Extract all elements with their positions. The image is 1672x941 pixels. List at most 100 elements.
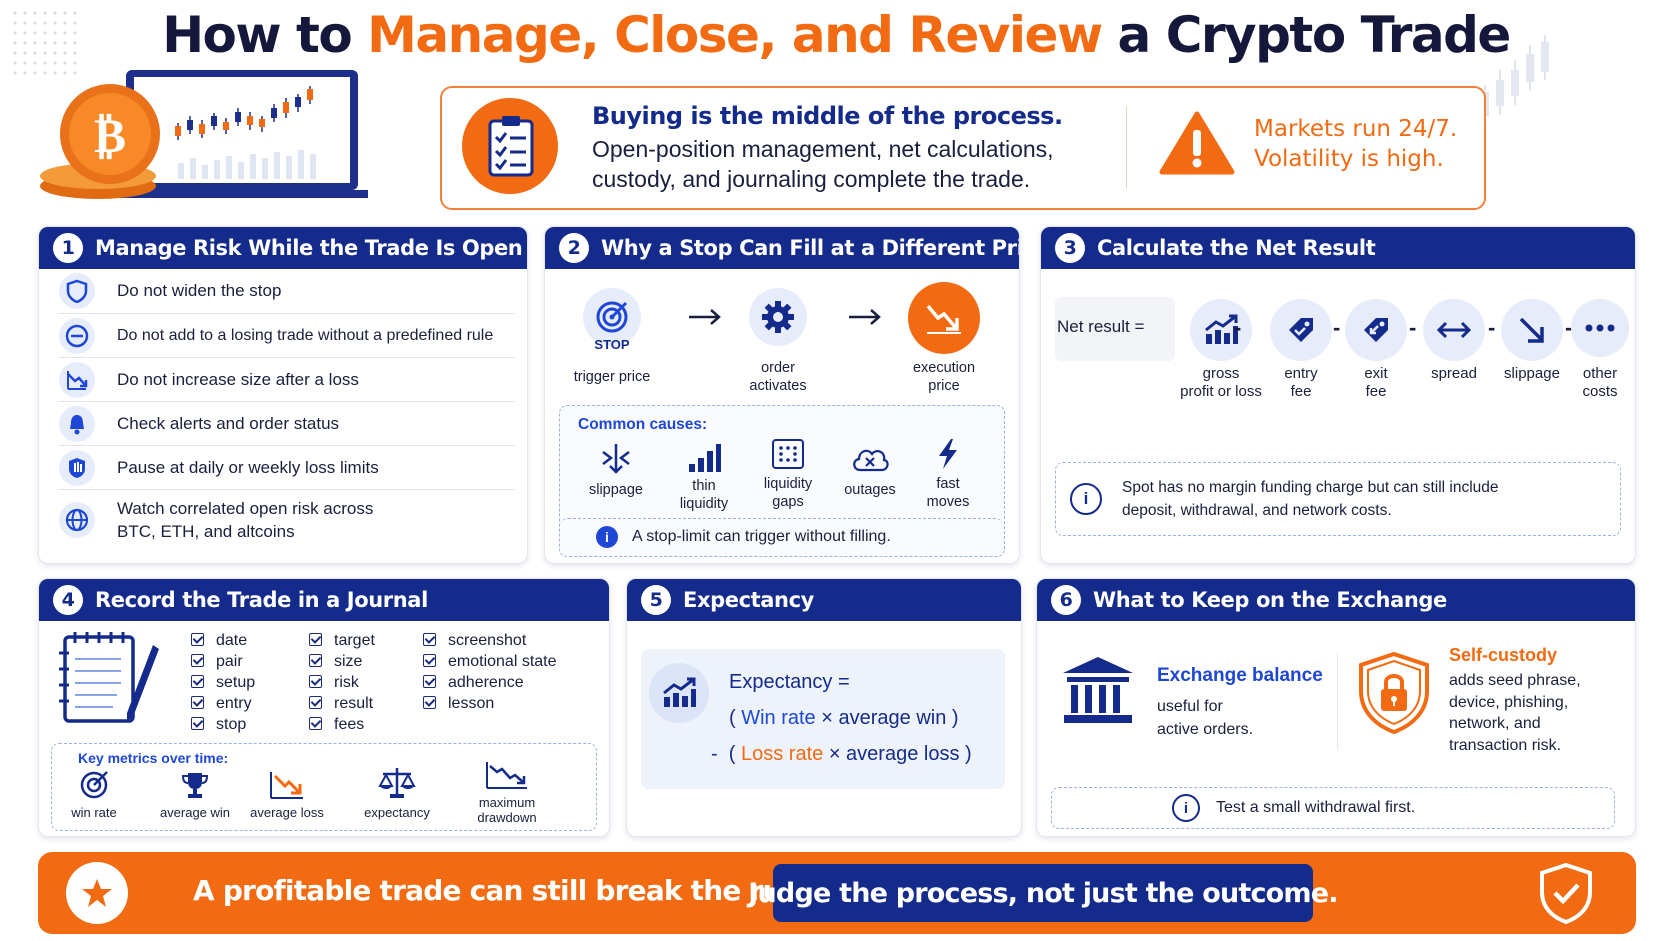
trophy-icon (181, 773, 209, 798)
self-custody-title: Self-custody (1449, 645, 1558, 665)
win-rate-text: Win rate (741, 707, 816, 729)
section-6-title: What to Keep on the Exchange (1093, 588, 1447, 612)
checkbox-icon (309, 633, 322, 646)
journal-field-label: entry (216, 695, 252, 712)
journal-field-label: stop (216, 716, 247, 733)
checkbox-icon (423, 675, 436, 688)
net-term-line: gross (1202, 365, 1240, 382)
minus-paren: - ( (711, 743, 741, 765)
stop-label: STOP (594, 337, 630, 352)
self-custody-line: network, and (1449, 715, 1541, 732)
target-icon (80, 771, 108, 799)
scale-icon (378, 768, 416, 798)
risk-rule-text: Do not widen the stop (117, 281, 282, 300)
section-1-number: 1 (53, 233, 83, 263)
slippage-arrows-icon (602, 444, 630, 474)
metric-label: expectancy (364, 805, 430, 820)
journal-field: risk (309, 672, 375, 693)
warning-line-1: Markets run 24/7. (1254, 116, 1458, 142)
footer-right-box: Judge the process, not just the outcome. (748, 864, 1339, 922)
cause-line: fast (936, 476, 960, 492)
globe-icon (59, 502, 95, 538)
metric-item: win rate (58, 770, 130, 820)
cause-item: liquidity gaps (740, 438, 836, 511)
spot-costs-text: Spot has no margin funding charge but ca… (1122, 476, 1499, 522)
arrow-right-icon (689, 309, 721, 325)
chart-up-icon (649, 663, 709, 723)
journal-field-label: size (334, 653, 363, 670)
section-stop-fill: 2 Why a Stop Can Fill at a Different Pric… (544, 226, 1020, 564)
bank-icon (1063, 657, 1133, 723)
tag-out-icon (1345, 299, 1407, 361)
section-4-title: Record the Trade in a Journal (95, 588, 428, 612)
slippage-down-icon (1501, 299, 1563, 361)
journal-field-label: lesson (448, 695, 495, 712)
journal-field-label: result (334, 695, 374, 712)
win-term-rest: × average win ) (815, 707, 959, 729)
net-term-line: profit or loss (1180, 383, 1262, 400)
self-custody-line: transaction risk. (1449, 736, 1562, 754)
section-1-title: Manage Risk While the Trade Is Open (95, 236, 523, 260)
laptop-bitcoin-illustration: ₿ (40, 70, 368, 199)
net-term-line: fee (1290, 383, 1312, 400)
stop-limit-note-text: A stop-limit can trigger without filling… (632, 528, 891, 545)
journal-field-label: risk (334, 674, 359, 691)
metric-label: average win (159, 805, 231, 820)
cause-line: liquidity (763, 476, 813, 492)
bell-icon (59, 405, 95, 442)
exchange-divider (1337, 653, 1338, 749)
expectancy-loss-term: - ( Loss rate × average loss ) (711, 743, 972, 766)
journal-field: result (309, 693, 375, 714)
cause-line: gaps (772, 494, 804, 510)
stop-limit-note: i A stop-limit can trigger without filli… (560, 518, 1003, 555)
intro-callout: Buying is the middle of the process. Ope… (440, 86, 1486, 210)
title-highlight: Manage, Close, and Review (367, 6, 1103, 64)
risk-rule-item: Do not widen the stop (59, 269, 515, 314)
checkbox-icon (423, 633, 436, 646)
risk-rule-text: Pause at daily or weekly loss limits (117, 457, 379, 477)
section-manage-risk: 1 Manage Risk While the Trade Is Open Do … (38, 226, 528, 564)
journal-column-1: date pair setup entry stop (191, 630, 255, 735)
net-term-label: slippage (1504, 365, 1560, 382)
metric-line: drawdown (477, 810, 537, 825)
risk-rule-text: Do not increase size after a loss (117, 369, 359, 389)
exchange-balance-line: active orders. (1157, 721, 1254, 738)
flow-step-line: order (761, 360, 795, 376)
checkbox-icon (423, 696, 436, 709)
net-result-label-bg (1055, 297, 1175, 361)
section-2-title: Why a Stop Can Fill at a Different Price (601, 236, 1020, 260)
flow-step-line: execution (912, 360, 976, 376)
loss-arrow-icon (270, 772, 303, 799)
journal-field-label: screenshot (448, 632, 527, 649)
section-2-number: 2 (559, 233, 589, 263)
expectancy-win-term: ( Win rate × average win ) (729, 707, 959, 730)
title-part-1: How to (162, 6, 368, 64)
shield-check-icon (1540, 862, 1592, 924)
journal-field: emotional state (423, 651, 557, 672)
callout-heading: Buying is the middle of the process. (592, 102, 1063, 130)
target-icon (583, 288, 641, 346)
footer-left-text: A profitable trade can still break the r… (193, 874, 835, 907)
section-6-number: 6 (1051, 585, 1081, 615)
journal-field-label: setup (216, 674, 256, 691)
section-5-title: Expectancy (683, 588, 814, 612)
self-custody-line: adds seed phrase, (1449, 672, 1581, 689)
self-custody-line: device, phishing, (1449, 693, 1569, 711)
net-term-line: costs (1582, 383, 1618, 400)
minus-circle-icon (59, 317, 95, 354)
checkbox-icon (309, 696, 322, 709)
risk-rule-item: Do not increase size after a loss (59, 358, 515, 402)
journal-field: target (309, 630, 375, 651)
withdrawal-note-text: Test a small withdrawal first. (1216, 799, 1416, 816)
metric-item: average win (150, 770, 240, 820)
notebook-pen-icon (59, 632, 159, 723)
